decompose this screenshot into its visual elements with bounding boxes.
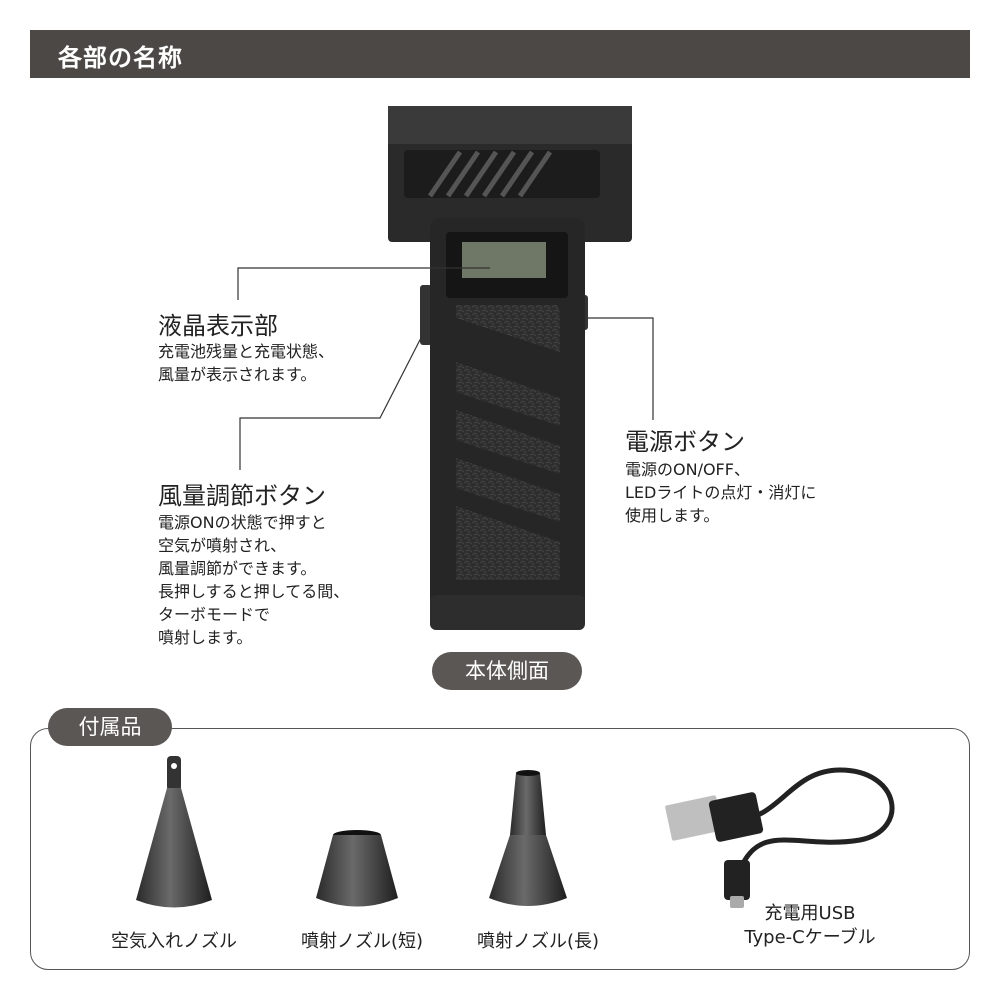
short-nozzle-image [316,830,398,907]
accessories-box [30,728,970,970]
accessory-label: 充電用USB Type-Cケーブル [744,903,876,948]
lcd-title: 液晶表示部 [158,312,278,340]
section-title: 各部の名称 [58,44,183,72]
accessory-label: 噴射ノズル(長) [476,931,600,952]
airflow-button-title: 風量調節ボタン [158,482,326,510]
usb-cable-image [665,767,895,908]
lcd-description: 充電池残量と充電状態、 風量が表示されます。 [158,342,335,384]
airflow-callout-line [239,331,425,470]
lcd-screen [462,242,546,278]
air-nozzle-image [136,756,212,908]
view-label: 本体側面 [432,652,582,690]
lcd-callout-line [237,267,490,300]
power-callout-line [586,317,654,420]
long-nozzle-image [489,770,567,906]
device-handle [420,218,588,630]
section-header [30,30,970,78]
accessories-title: 付属品 [48,708,172,746]
device-head [388,106,632,242]
accessory-label: 空気入れノズル [111,931,237,952]
power-button-title: 電源ボタン [625,428,745,456]
airflow-button-description: 電源ONの状態で押すと 空気が噴射され、 風量調節ができます。 長押しすると押し… [158,513,350,647]
accessory-label: 噴射ノズル(短) [300,931,424,952]
power-button-description: 電源のON/OFF、 LEDライトの点灯・消灯に 使用します。 [625,460,817,525]
